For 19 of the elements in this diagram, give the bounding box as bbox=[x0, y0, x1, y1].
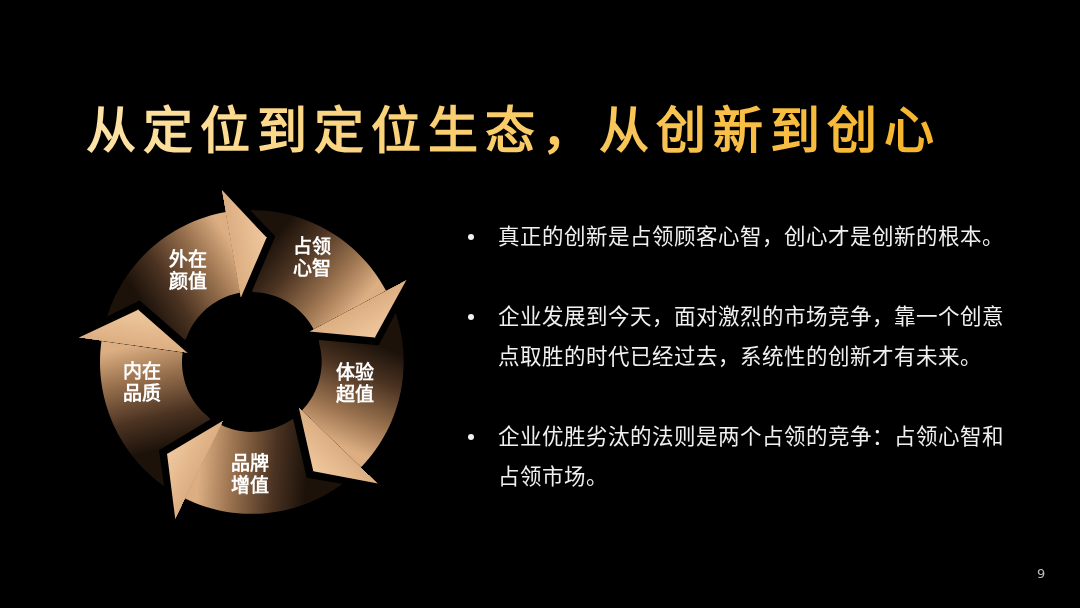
arrow-head bbox=[298, 407, 378, 484]
segment-label: 内在品质 bbox=[123, 360, 161, 404]
segment-label: 品牌增值 bbox=[231, 452, 269, 496]
ring-segment bbox=[100, 340, 211, 487]
ring-segment bbox=[302, 313, 404, 468]
ring-segment bbox=[106, 212, 240, 341]
ring-segment bbox=[250, 209, 387, 330]
arrow-head bbox=[221, 189, 268, 298]
ring-segment bbox=[185, 419, 343, 514]
bullet-text: 企业发展到今天，面对激烈的市场竞争，靠一个创意点取胜的时代已经过去，系统性的创新才有未来。 bbox=[498, 303, 1005, 371]
segment-label: 占领心智 bbox=[293, 235, 331, 279]
arrow-head bbox=[309, 279, 407, 338]
page-number: 9 bbox=[1037, 566, 1046, 582]
bullet-text: 真正的创新是占领顾客心智，创心才是创新的根本。 bbox=[498, 223, 1005, 251]
segment-label: 体验超值 bbox=[336, 361, 374, 405]
arrow-head bbox=[78, 309, 188, 353]
segment-label: 外在颜值 bbox=[169, 248, 207, 292]
arrow-head bbox=[166, 420, 224, 520]
bullet-text: 企业优胜劣汰的法则是两个占领的竞争：占领心智和占领市场。 bbox=[498, 423, 1005, 491]
